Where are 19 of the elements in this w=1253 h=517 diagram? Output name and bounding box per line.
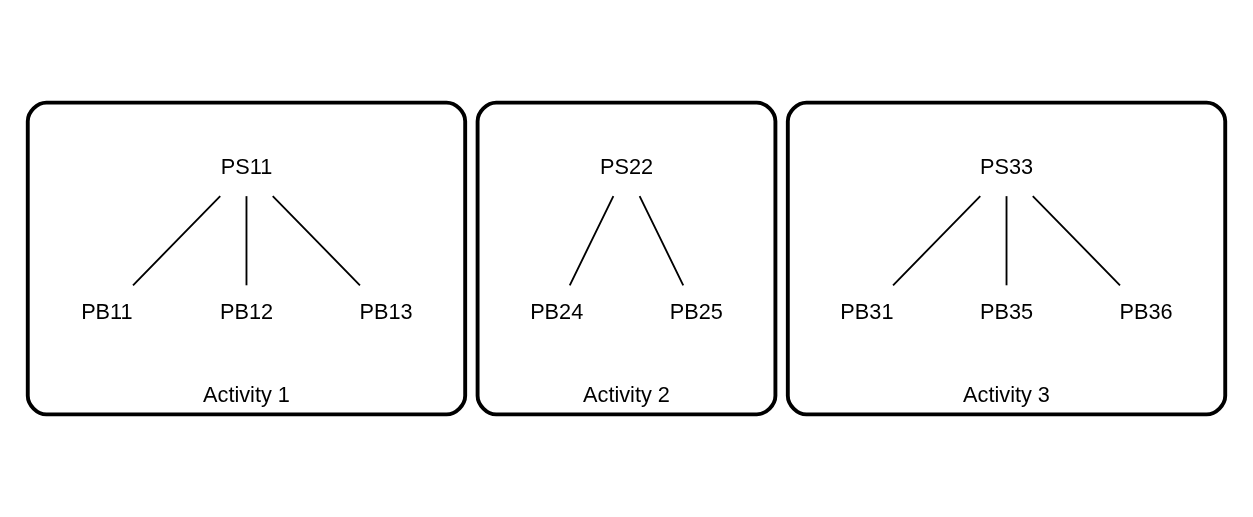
node-text: PB24 <box>530 299 584 325</box>
connector <box>245 195 248 287</box>
node-text: PB12 <box>219 299 274 325</box>
node-text: PB25 <box>669 299 723 325</box>
connector <box>638 195 685 287</box>
connector <box>1031 195 1121 287</box>
node-text: PB31 <box>840 299 894 325</box>
connector <box>892 195 982 287</box>
connector <box>271 195 361 287</box>
connector <box>132 195 222 287</box>
connector <box>1005 195 1008 287</box>
node-text: PB11 <box>81 299 133 325</box>
connector <box>568 195 615 287</box>
node-text: PS11 <box>220 153 273 179</box>
node-text: PB35 <box>979 299 1034 325</box>
node-text: PS22 <box>599 153 654 179</box>
node-text: PS33 <box>979 153 1034 179</box>
node-text: PB13 <box>359 299 413 325</box>
node-text: PB36 <box>1119 299 1173 325</box>
